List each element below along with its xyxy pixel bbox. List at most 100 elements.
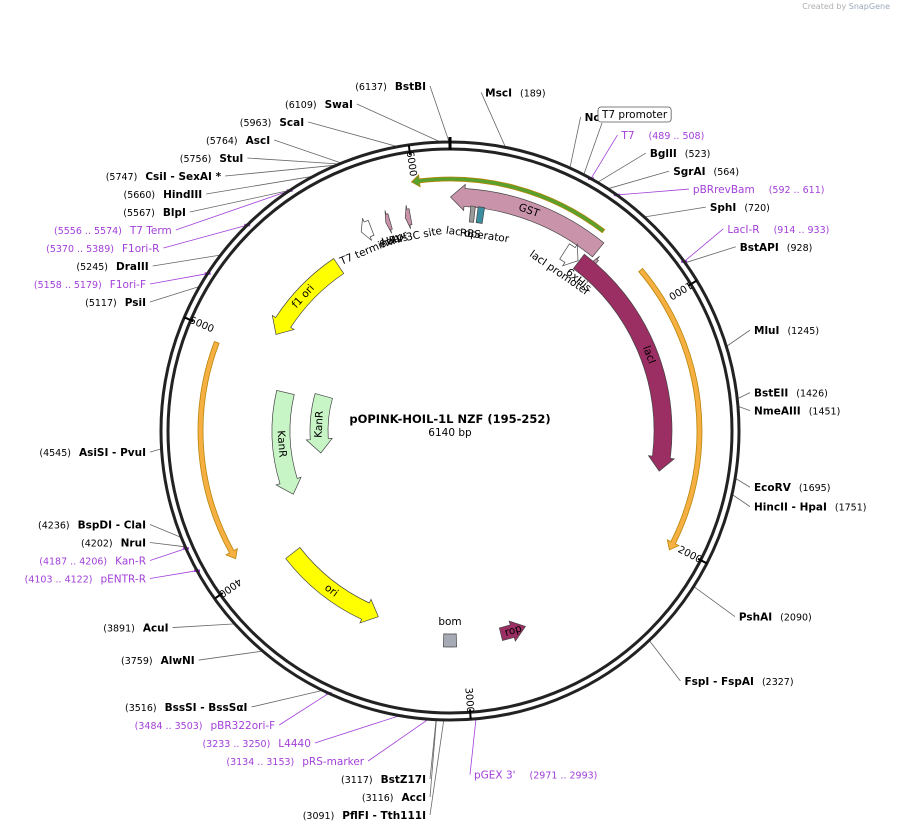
bp-tick-label: 5000 <box>188 315 216 335</box>
snapgene-credit: Created by SnapGene <box>802 2 890 11</box>
site-sgrai[interactable]: SgrAI(564) <box>673 166 739 178</box>
site-nmeaiii[interactable]: NmeAIII (1451) <box>754 406 840 418</box>
snapgene-logo: SnapGene <box>848 2 890 11</box>
primer-kan-r[interactable]: Kan-R(4187 .. 4206) <box>39 556 146 568</box>
feature-arrow <box>305 393 333 454</box>
primer-range: (3484 .. 3503) <box>135 721 203 732</box>
plasmid-name: pOPINK-HOIL-1L NZF (195-252) <box>349 412 550 426</box>
feature-arrow <box>404 205 413 229</box>
site-msci[interactable]: MscI(189) <box>485 87 545 99</box>
leader-line <box>597 152 647 183</box>
site-alwni[interactable]: AlwNI(3759) <box>121 655 195 667</box>
site-position: (1451) <box>809 407 841 418</box>
feature-label: KanR <box>312 410 325 438</box>
feature-label: bom <box>438 616 461 628</box>
primer-pgex-3[interactable]: pGEX 3'(2971 .. 2993) <box>474 770 597 782</box>
site-bsteii[interactable]: BstEII(1426) <box>754 388 828 400</box>
leader-line <box>683 228 724 262</box>
site-enzyme-name: AscI <box>246 135 271 147</box>
site-position: (5660) <box>124 190 156 201</box>
site-enzyme-name: HincII - HpaI <box>754 502 827 514</box>
site-enzyme-name: EcoRV <box>754 482 792 494</box>
primer-f1ori-r[interactable]: F1ori-R(5370 .. 5389) <box>46 243 159 255</box>
feature-t7-terminator[interactable]: T7 terminator <box>337 218 410 268</box>
site-hincii-hpai[interactable]: HincII - HpaI(1751) <box>754 502 866 514</box>
feature-arrow <box>572 253 676 472</box>
site-enzyme-name: BstZ17I <box>381 774 426 786</box>
primer-name: pENTR-R <box>100 574 146 586</box>
site-enzyme-name: BglII <box>650 148 677 160</box>
site-mlui[interactable]: MluI(1245) <box>754 325 819 337</box>
feature-highlight-arc <box>410 174 606 234</box>
primer-pentr-r[interactable]: pENTR-R(4103 .. 4122) <box>25 574 146 586</box>
site-position: (2327) <box>762 677 794 688</box>
bp-tick-label: 4000 <box>216 575 243 599</box>
feature-gst[interactable]: GST <box>449 183 605 258</box>
site-enzyme-name: AcuI <box>143 623 169 635</box>
feature-lac-operator[interactable]: lac operator <box>445 206 510 246</box>
feature-rop[interactable]: rop <box>498 620 526 642</box>
feature-laci[interactable]: lacI <box>572 253 676 472</box>
site-bspdi-clai[interactable]: BspDI - ClaI(4236) <box>38 520 146 532</box>
primer-t7[interactable]: T7(489 .. 508) <box>620 130 704 142</box>
site-pshai[interactable]: PshAI(2090) <box>739 612 812 624</box>
primer-range: (914 .. 933) <box>774 225 830 236</box>
site-sphi[interactable]: SphI(720) <box>710 202 770 214</box>
site-acci[interactable]: AccI(3116) <box>362 792 426 804</box>
bp-tick <box>183 316 194 323</box>
site-enzyme-name: NmeAIII <box>754 406 801 418</box>
site-bstapi[interactable]: BstAPI(928) <box>740 242 813 254</box>
site-swai[interactable]: SwaI(6109) <box>285 99 353 111</box>
bp-tick-label: 2000 <box>676 544 704 565</box>
site-psii[interactable]: PsiI(5117) <box>85 297 146 309</box>
feature-f1-ori[interactable]: f1 ori <box>271 258 345 335</box>
site-bsssi-bsss-i[interactable]: BssSI - BssSαI(3516) <box>125 702 247 714</box>
site-nrui[interactable]: NruI(4202) <box>81 538 146 550</box>
site-enzyme-name: AsiSI - PvuI <box>79 447 146 459</box>
site-stui[interactable]: StuI(5756) <box>180 153 244 165</box>
site-position: (3091) <box>303 811 335 822</box>
leader-line <box>149 448 162 453</box>
site-position: (5747) <box>106 172 138 183</box>
site-bstbi[interactable]: BstBI(6137) <box>355 81 426 93</box>
primer-t7-term[interactable]: T7 Term(5556 .. 5574) <box>54 225 172 237</box>
site-bglii[interactable]: BglII(523) <box>650 148 710 160</box>
leader-line <box>429 719 445 816</box>
site-asci[interactable]: AscI (5764) <box>206 135 270 147</box>
site-blpi[interactable]: BlpI(5567) <box>123 207 186 219</box>
feature-arrow <box>384 210 393 234</box>
primer-laci-r[interactable]: LacI-R(914 .. 933) <box>727 224 829 236</box>
site-pflfi-tth111i[interactable]: PflFI - Tth111I(3091) <box>303 810 426 822</box>
feature-kanr[interactable]: KanR <box>305 393 333 454</box>
leader-line <box>149 542 186 548</box>
site-enzyme-name: PshAI <box>739 612 772 624</box>
site-bstz17i[interactable]: BstZ17I(3117) <box>341 774 426 786</box>
primer-l4440[interactable]: L4440(3233 .. 3250) <box>202 738 310 750</box>
primer-pbr322ori-f[interactable]: pBR322ori-F(3484 .. 3503) <box>135 720 276 732</box>
primer-prs-marker[interactable]: pRS-marker(3134 .. 3153) <box>226 756 364 768</box>
site-csii-sexai[interactable]: CsiI - SexAI *(5747) <box>106 171 222 183</box>
feature-highlight-arc <box>197 340 238 560</box>
feature-ori[interactable]: ori <box>285 547 379 624</box>
map-labels: SwaI(6109)BstBI(6137) MscI(189) ScaI(5963)… <box>25 81 867 822</box>
site-fspi-fspai[interactable]: FspI - FspAI(2327) <box>684 676 793 688</box>
feature-bom[interactable]: bom <box>438 616 462 648</box>
primer-pbrrevbam[interactable]: pBRrevBam(592 .. 611) <box>693 184 825 196</box>
site-enzyme-name: NruI <box>121 538 146 550</box>
site-scai[interactable]: ScaI(5963) <box>240 117 304 129</box>
t7-promoter-label[interactable]: T7 promoter <box>597 106 672 123</box>
site-ecorv[interactable]: EcoRV(1695) <box>754 482 830 494</box>
feature-kanr[interactable]: KanR <box>271 389 302 495</box>
site-draiii[interactable]: DraIII(5245) <box>76 261 148 273</box>
primer-f1ori-f[interactable]: F1ori-F(5158 .. 5179) <box>34 279 146 291</box>
site-asisi-pvui[interactable]: AsiSI - PvuI(4545) <box>39 447 146 459</box>
primer-name: F1ori-F <box>110 279 146 291</box>
site-acui[interactable]: AcuI(3891) <box>103 623 168 635</box>
site-hindiii[interactable]: HindIII(5660) <box>124 189 203 201</box>
leader-line <box>251 690 323 708</box>
site-position: (5764) <box>206 136 238 147</box>
site-enzyme-name: SphI <box>710 202 736 214</box>
feature-rbs[interactable]: RBS <box>459 205 482 241</box>
